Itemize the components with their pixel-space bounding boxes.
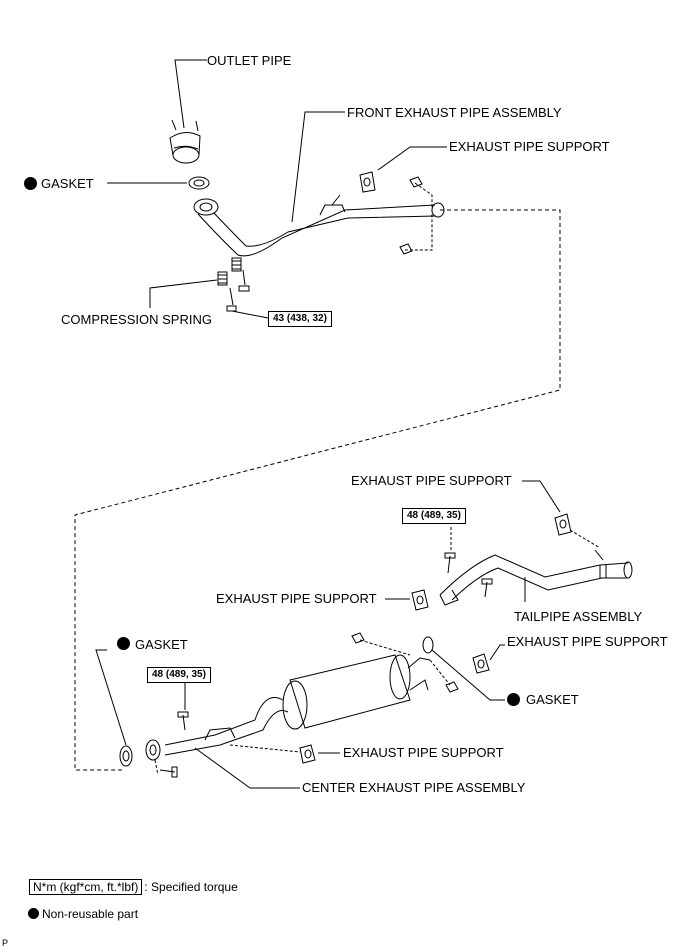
nut-center-1 [351,632,365,644]
center-dashed-2 [154,759,159,776]
non-reusable-dot-gasket-right [507,693,520,706]
bolt-tail-1 [444,552,456,574]
label-center-exhaust-pipe-assembly: CENTER EXHAUST PIPE ASSEMBLY [302,780,526,795]
gasket-left-leader [95,649,127,746]
torque-front: 43 (438, 32) [268,311,332,327]
compression-spring-leader [149,279,218,308]
legend-non-reusable-text: Non-reusable part [42,907,139,921]
non-reusable-dot-gasket-left [117,637,130,650]
label-gasket-right: GASKET [526,692,579,707]
dashed-connection-line [74,209,561,771]
nut-top [409,176,423,188]
center-exhaust-leader [194,747,300,789]
label-compression-spring: COMPRESSION SPRING [61,312,212,327]
gasket-right-leader [431,649,505,701]
label-gasket-top: GASKET [41,176,94,191]
label-outlet-pipe: OUTLET PIPE [207,53,292,68]
label-exhaust-pipe-support-bottom: EXHAUST PIPE SUPPORT [343,745,504,760]
front-exhaust-pipe-leader [291,111,345,223]
center-dashed-1 [229,744,301,753]
label-front-exhaust-pipe-assembly: FRONT EXHAUST PIPE ASSEMBLY [347,105,562,120]
nut-center-2 [445,681,459,693]
front-exhaust-pipe-part [193,194,445,257]
tail-dashed-2 [569,529,601,549]
center-exhaust-pipe-part [145,654,431,761]
torque-tailpipe: 48 (489, 35) [402,508,466,524]
label-exhaust-pipe-support-mid-right: EXHAUST PIPE SUPPORT [507,634,668,649]
bolt-tail-2 [481,578,493,598]
bolt-center-2 [159,766,178,778]
nut-bottom [399,243,413,255]
label-gasket-left: GASKET [135,637,188,652]
center-dashed-4 [429,659,451,686]
compression-spring-part [217,257,242,286]
figure-code: P [2,938,9,948]
torque-center: 48 (489, 35) [147,667,211,683]
tailpipe-assembly-part [439,549,633,606]
exhaust-support-mid-right-leader [489,644,505,661]
label-tailpipe-assembly: TAILPIPE ASSEMBLY [514,609,643,624]
exhaust-pipe-support-mid-left-part [411,589,429,611]
exhaust-pipe-support-top-part [359,171,376,193]
exhaust-pipe-support-mid-right-part [472,653,490,674]
torque-front-leader [231,310,269,319]
center-dashed-3 [359,639,411,656]
gasket-right-part [422,636,434,654]
gasket-top-part [188,176,210,190]
non-reusable-dot-gasket-top [24,177,37,190]
gasket-left-part [119,745,133,767]
dashed-line-front-nut [405,182,433,251]
label-exhaust-pipe-support-top: EXHAUST PIPE SUPPORT [449,139,610,154]
outlet-pipe-leader [174,59,207,129]
legend-torque-box: N*m (kgf*cm, ft.*lbf) [29,879,143,895]
bolt-center-1 [177,711,189,731]
exhaust-pipe-support-bottom-part [299,744,316,764]
exhaust-support-top-leader [377,146,447,171]
legend-torque: N*m (kgf*cm, ft.*lbf) : Specified torque [29,879,238,895]
bolt-front-2 [238,269,250,292]
legend-non-reusable-dot [28,908,39,919]
label-exhaust-pipe-support-tail: EXHAUST PIPE SUPPORT [351,473,512,488]
legend-torque-text: : Specified torque [144,880,238,894]
exhaust-pipe-support-tail-part [554,513,572,536]
outlet-pipe-part [169,119,201,164]
label-exhaust-pipe-support-mid-left: EXHAUST PIPE SUPPORT [216,591,377,606]
bolt-front-1 [226,287,237,312]
exhaust-support-tail-leader [522,480,561,513]
